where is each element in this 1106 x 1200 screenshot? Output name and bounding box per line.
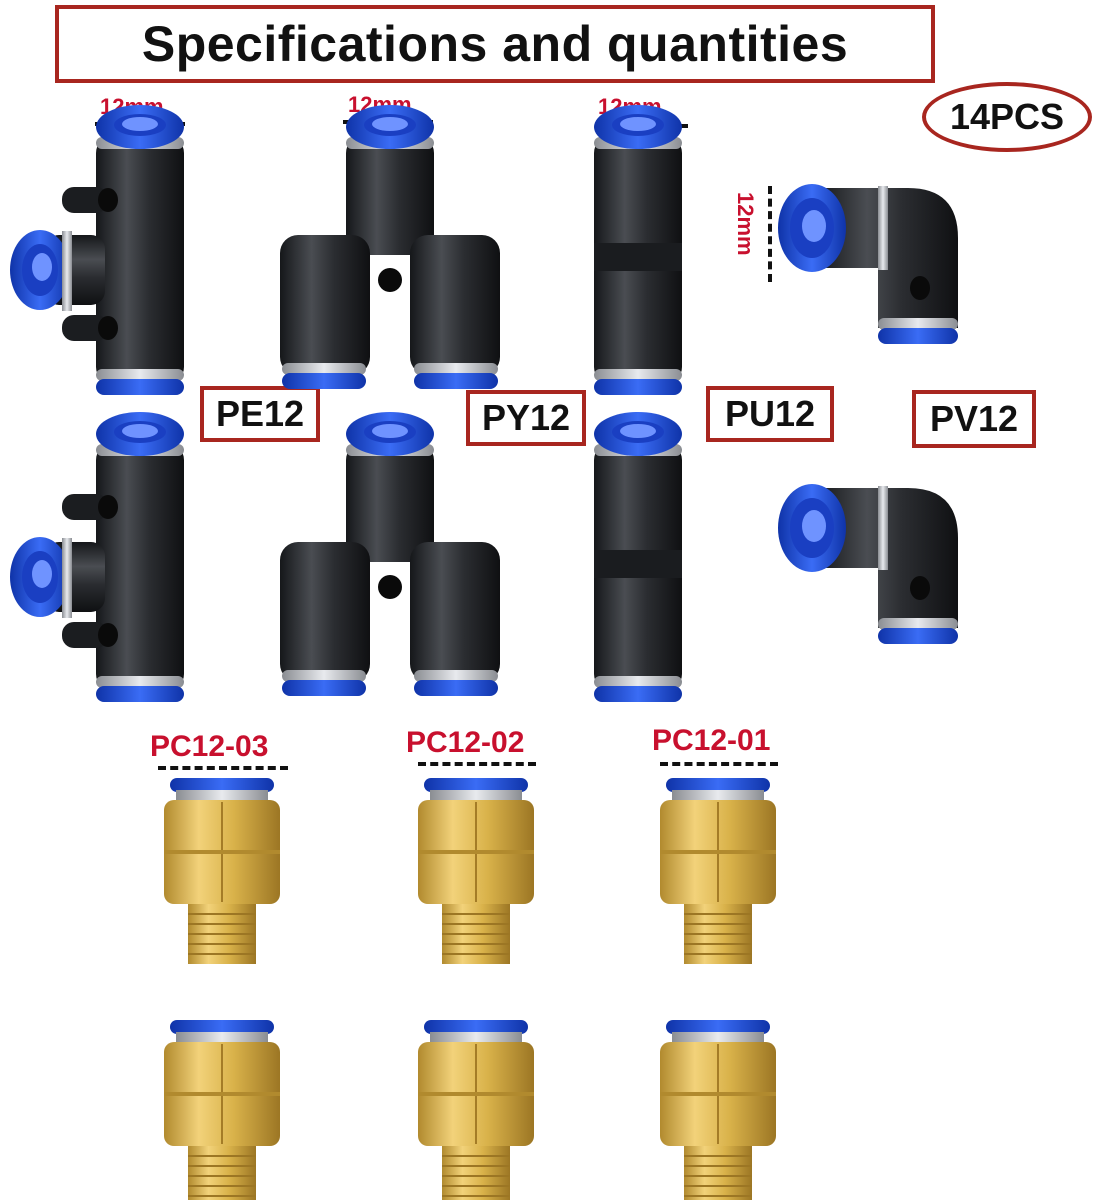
quantity-badge: 14PCS — [922, 82, 1092, 152]
py12-fitting-1 — [280, 105, 500, 389]
page-title: Specifications and quantities — [141, 16, 849, 72]
model-text-pe12: PE12 — [215, 393, 305, 434]
model-label-pc12-01: PC12-01 — [652, 724, 771, 757]
dimension-line-pc02 — [418, 762, 536, 766]
model-label-pc12-02: PC12-02 — [406, 726, 525, 759]
title-box: Specifications and quantities — [55, 5, 935, 83]
pv12-fitting-1 — [778, 184, 958, 344]
dimension-line-pc01 — [660, 762, 778, 766]
pe12-fitting-2 — [10, 412, 184, 702]
pu12-fitting-2 — [594, 412, 682, 702]
dimension-line-pc03 — [158, 766, 288, 770]
pe12-fitting-1 — [10, 105, 184, 395]
pc12-02-fitting-2 — [417, 1019, 535, 1200]
pc12-03-fitting-2 — [163, 1019, 281, 1200]
pc12-03-fitting-1 — [163, 777, 281, 965]
model-label-pv12: PV12 — [912, 390, 1036, 448]
pu12-fitting-1 — [594, 105, 682, 395]
model-label-pe12: PE12 — [200, 386, 320, 442]
model-label-py12: PY12 — [466, 390, 586, 446]
model-label-pc12-03: PC12-03 — [150, 730, 269, 763]
model-text-pv12: PV12 — [929, 398, 1019, 439]
pc12-02-fitting-1 — [417, 777, 535, 965]
model-text-pu12: PU12 — [724, 393, 816, 434]
pv12-fitting-2 — [778, 484, 958, 644]
pc12-01-fitting-1 — [659, 777, 777, 965]
pc12-01-fitting-2 — [659, 1019, 777, 1200]
model-label-pu12: PU12 — [706, 386, 834, 442]
quantity-label: 14PCS — [949, 96, 1065, 137]
model-text-py12: PY12 — [481, 397, 571, 438]
py12-fitting-2 — [280, 412, 500, 696]
dimension-line-pv — [768, 186, 772, 282]
